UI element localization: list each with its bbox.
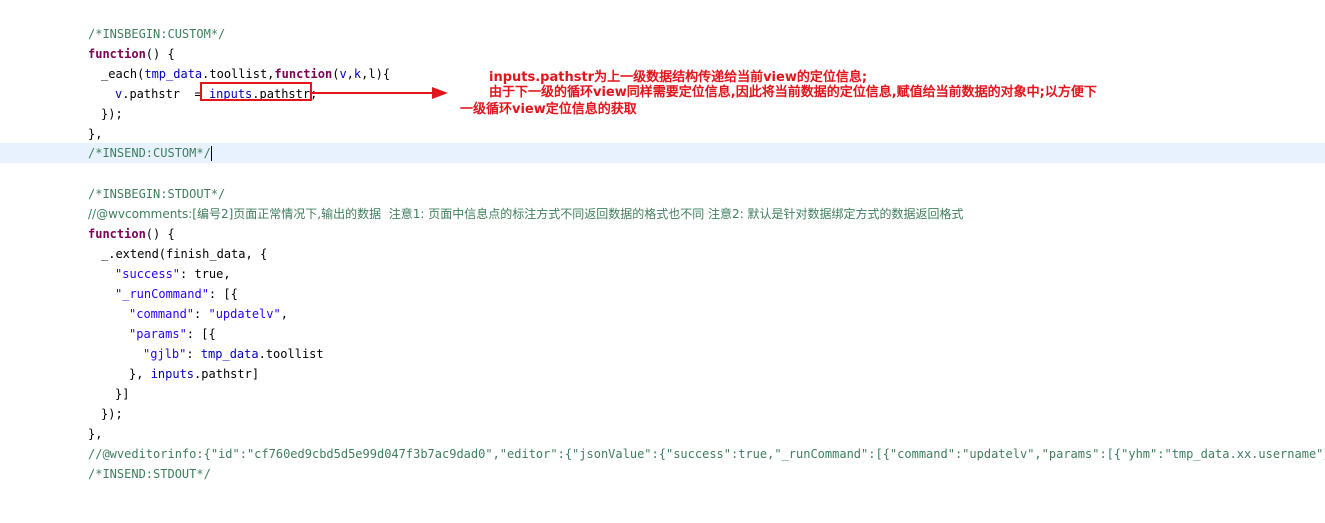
comment-insbegin-stdout: /*INSBEGIN:STDOUT*/ bbox=[88, 187, 226, 201]
code-line-6[interactable]: }, bbox=[0, 124, 1325, 144]
param-k: k bbox=[353, 67, 362, 81]
string-updatelv: "updatelv" bbox=[208, 307, 281, 321]
variable-tmp-data: tmp_data bbox=[200, 347, 259, 361]
code-line-3[interactable]: _each(tmp_data.toollist,function(v,k,l){ bbox=[0, 64, 1325, 84]
code-text: }, bbox=[88, 427, 103, 441]
comment-insend-stdout: /*INSEND:STDOUT*/ bbox=[88, 467, 211, 481]
code-line-9[interactable]: /*INSBEGIN:STDOUT*/ bbox=[0, 184, 1325, 204]
code-line-1[interactable]: /*INSBEGIN:CUSTOM*/ bbox=[0, 24, 1325, 44]
code-text: .toollist, bbox=[202, 67, 275, 81]
annotation-line-2: 由于下一级的循环view同样需要定位信息,因此将当前数据的定位信息,赋值给当前数… bbox=[489, 85, 1097, 100]
code-text: ( bbox=[332, 67, 340, 81]
code-line-20[interactable]: }); bbox=[0, 404, 1325, 424]
variable-inputs: inputs bbox=[208, 87, 253, 101]
code-line-23[interactable]: /*INSEND:STDOUT*/ bbox=[0, 464, 1325, 484]
code-line-12[interactable]: _.extend(finish_data, { bbox=[0, 244, 1325, 264]
code-line-22[interactable]: //@wveditorinfo:{"id":"cf760ed9cbd5d5e99… bbox=[0, 444, 1325, 464]
code-line-10[interactable]: //@wvcomments:[编号2]页面正常情况下,输出的数据 注意1: 页面… bbox=[0, 204, 1325, 224]
string-success: "success" bbox=[115, 267, 181, 281]
keyword-function: function bbox=[274, 67, 333, 81]
param-v: v bbox=[339, 67, 347, 81]
code-text: , bbox=[346, 67, 354, 81]
comment-insend-custom: /*INSEND:CUSTOM*/ bbox=[88, 146, 211, 160]
code-text: .pathstr = bbox=[122, 87, 209, 101]
variable-v: v bbox=[115, 87, 123, 101]
code-text: : bbox=[186, 347, 201, 361]
comment-wvcomments: //@wvcomments:[编号2]页面正常情况下,输出的数据 注意1: 页面… bbox=[88, 207, 964, 221]
code-text: : [{ bbox=[208, 287, 238, 301]
annotation-line-3: 一级循环view定位信息的获取 bbox=[460, 102, 637, 117]
code-line-7-current[interactable]: /*INSEND:CUSTOM*/ bbox=[0, 143, 1325, 163]
code-text: () { bbox=[145, 47, 175, 61]
code-text: .toollist bbox=[258, 347, 324, 361]
code-line-15[interactable]: "command": "updatelv", bbox=[0, 304, 1325, 324]
text-caret bbox=[210, 146, 212, 161]
comment-insbegin-custom: /*INSBEGIN:CUSTOM*/ bbox=[88, 27, 226, 41]
string-runcommand: "_runCommand" bbox=[115, 287, 209, 301]
code-text: _each( bbox=[101, 67, 145, 81]
string-command-key: "command" bbox=[129, 307, 195, 321]
string-gjlb: "gjlb" bbox=[143, 347, 187, 361]
code-line-17[interactable]: "gjlb": tmp_data.toollist bbox=[0, 344, 1325, 364]
code-line-13[interactable]: "success": true, bbox=[0, 264, 1325, 284]
code-text: _.extend(finish_data, { bbox=[101, 247, 268, 261]
code-text: () { bbox=[145, 227, 175, 241]
code-line-14[interactable]: "_runCommand": [{ bbox=[0, 284, 1325, 304]
code-text: ,l){ bbox=[361, 67, 391, 81]
code-line-11[interactable]: function() { bbox=[0, 224, 1325, 244]
code-line-2[interactable]: function() { bbox=[0, 44, 1325, 64]
variable-tmp-data: tmp_data bbox=[144, 67, 203, 81]
code-line-4[interactable]: v.pathstr = inputs.pathstr; bbox=[0, 84, 1325, 104]
string-params: "params" bbox=[129, 327, 187, 341]
annotation-line-1: inputs.pathstr为上一级数据结构传递给当前view的定位信息; bbox=[489, 70, 868, 85]
code-text: .pathstr; bbox=[252, 87, 318, 101]
code-text: : [{ bbox=[186, 327, 216, 341]
code-text: .pathstr] bbox=[194, 367, 260, 381]
keyword-function: function bbox=[88, 47, 146, 61]
code-line-19[interactable]: }] bbox=[0, 384, 1325, 404]
code-text: : true, bbox=[180, 267, 231, 281]
code-line-5[interactable]: }); bbox=[0, 104, 1325, 124]
code-text: }); bbox=[101, 107, 123, 121]
code-text: : bbox=[194, 307, 209, 321]
highlight-box bbox=[200, 82, 312, 101]
code-text: }, bbox=[88, 127, 103, 141]
code-line-18[interactable]: }, inputs.pathstr] bbox=[0, 364, 1325, 384]
comment-wveditorinfo: //@wveditorinfo:{"id":"cf760ed9cbd5d5e99… bbox=[88, 447, 1325, 461]
code-line-16[interactable]: "params": [{ bbox=[0, 324, 1325, 344]
variable-inputs: inputs bbox=[150, 367, 195, 381]
annotation-arrow-icon bbox=[312, 87, 448, 99]
code-line-21[interactable]: }, bbox=[0, 424, 1325, 444]
code-text: }); bbox=[101, 407, 123, 421]
code-text: , bbox=[280, 307, 288, 321]
code-text: }] bbox=[115, 387, 130, 401]
keyword-function: function bbox=[88, 227, 146, 241]
code-text: }, bbox=[129, 367, 151, 381]
